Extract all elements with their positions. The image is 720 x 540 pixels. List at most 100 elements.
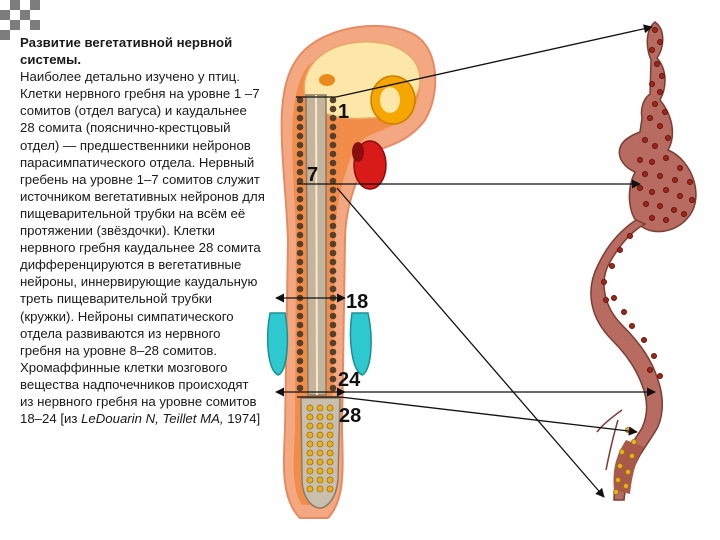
gut-neuron-dot [677, 164, 684, 171]
gut-neuron-dot [654, 61, 661, 68]
somite-dot [329, 159, 337, 167]
gut-caudal-dot [613, 488, 620, 495]
somite-dot [329, 249, 337, 257]
somite-dot [296, 123, 304, 131]
somite-dot [329, 114, 337, 122]
gut-neuron-dot [647, 366, 654, 373]
caudal-crest-dot [326, 413, 334, 421]
gut-neuron-dot [647, 115, 654, 122]
gut-neuron-dot [687, 178, 694, 185]
gut-neuron-dots [601, 26, 696, 379]
gut-neuron-dot [657, 202, 664, 209]
somite-dot [296, 168, 304, 176]
somite-dot [329, 276, 337, 284]
caudal-crest-dot [316, 485, 324, 493]
gut-neuron-dot [637, 156, 644, 163]
gut-neuron-dot [672, 176, 679, 183]
caudal-crest-dot [316, 476, 324, 484]
label-level-24: 24 [338, 369, 361, 391]
gut-neuron-dot [649, 81, 656, 88]
somite-dot [329, 96, 337, 104]
somite-dot [296, 375, 304, 383]
gut-neuron-dot [649, 47, 656, 54]
somite-dot [296, 132, 304, 140]
gut-neuron-dot [652, 26, 659, 33]
caudal-crest-dot [306, 404, 314, 412]
somite-dot [296, 276, 304, 284]
gut-neuron-dot [617, 246, 624, 253]
caudal-crest-dot [306, 413, 314, 421]
somite-dot [329, 168, 337, 176]
gut-neuron-dot [652, 101, 659, 108]
somite-dot [296, 357, 304, 365]
caudal-crest-dot [326, 449, 334, 457]
somite-dot [329, 285, 337, 293]
somite-dot [329, 195, 337, 203]
gut-caudal-dot [615, 476, 622, 483]
gut-caudal-dots [613, 426, 638, 495]
somite-dot [296, 339, 304, 347]
adrenal-left [266, 312, 289, 376]
description-text: Развитие вегетативной нервной системы. Н… [20, 34, 265, 427]
gut-neuron-dot [651, 352, 658, 359]
somite-dot [329, 267, 337, 275]
caudal-crest-dot [326, 476, 334, 484]
gut-neuron-dot [657, 172, 664, 179]
somite-dot [296, 204, 304, 212]
gut-neuron-dot [657, 89, 664, 96]
somite-column-right [329, 96, 337, 392]
somite-dot [296, 249, 304, 257]
somite-dot [329, 123, 337, 131]
somite-dot [296, 348, 304, 356]
gut-caudal-dot [631, 438, 638, 445]
slide-title: Развитие вегетативной нервной системы. [20, 35, 233, 68]
gut-neuron-dot [657, 123, 664, 130]
arrow-7-to-intestine [336, 187, 605, 498]
label-level-28: 28 [339, 405, 361, 427]
somite-dot [296, 240, 304, 248]
gut-neuron-dot [665, 134, 672, 141]
caudal-crest-dot [316, 467, 324, 475]
caudal-crest-dot [326, 422, 334, 430]
caudal-crest-dot [306, 467, 314, 475]
somite-dot [329, 132, 337, 140]
somite-dot [296, 366, 304, 374]
somite-dot [296, 177, 304, 185]
gut-nerve [596, 409, 623, 471]
gut-caudal-dot [617, 462, 624, 469]
somite-dot [296, 114, 304, 122]
label-level-1: 1 [338, 101, 349, 123]
corner-checker-decoration [0, 0, 60, 40]
somite-dot [329, 384, 337, 392]
somite-dot [296, 330, 304, 338]
caudal-crest-dot [326, 485, 334, 493]
gut-neuron-dot [649, 188, 656, 195]
caudal-crest-dot [316, 431, 324, 439]
gut-neuron-dot [649, 214, 656, 221]
somite-dot [296, 213, 304, 221]
caudal-crest-dot [306, 440, 314, 448]
somite-dot [296, 312, 304, 320]
somite-dot [329, 366, 337, 374]
somite-dot [329, 177, 337, 185]
somite-dot [296, 150, 304, 158]
gut-neuron-dot [627, 232, 634, 239]
somite-dot [329, 222, 337, 230]
somite-dot [296, 195, 304, 203]
heart [352, 140, 387, 190]
gut-caudal-dot [619, 448, 626, 455]
gut-neuron-dot [642, 136, 649, 143]
somite-dot [296, 96, 304, 104]
caudal-crest-dot [306, 422, 314, 430]
somite-dot [296, 231, 304, 239]
body-paragraph: Наиболее детально изучено у птиц. Клетки… [20, 68, 265, 427]
arrow-1-to-gut-top [335, 24, 653, 98]
gut-neuron-dot [637, 184, 644, 191]
somite-dot [296, 105, 304, 113]
caudal-crest-dot [306, 431, 314, 439]
caudal-crest-dot [306, 476, 314, 484]
caudal-crest-dot [326, 431, 334, 439]
label-level-7: 7 [307, 164, 318, 186]
somite-dot [296, 321, 304, 329]
